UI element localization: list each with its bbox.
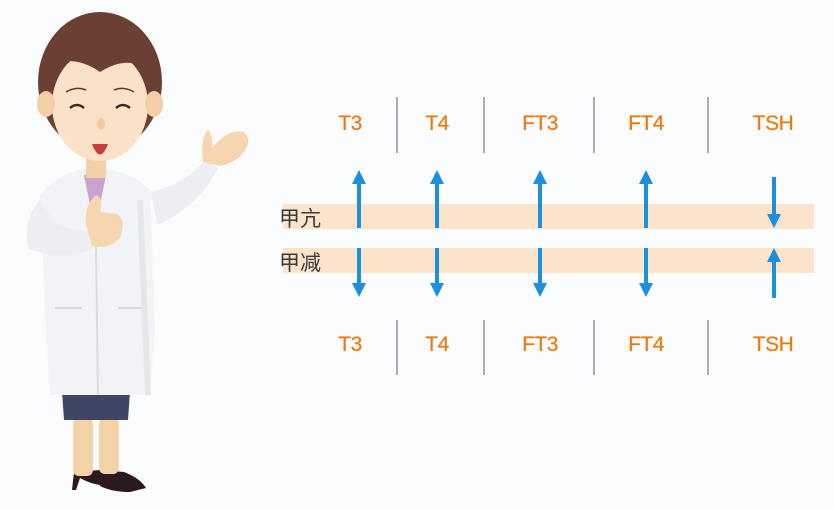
row-label-hypothyroidism: 甲减 bbox=[279, 251, 321, 275]
header-divider bbox=[396, 97, 398, 153]
arrow-down-icon bbox=[533, 248, 547, 297]
header-divider bbox=[483, 97, 485, 153]
row-label-hyperthyroidism: 甲亢 bbox=[279, 207, 321, 231]
footer-divider bbox=[593, 320, 595, 375]
arrow-down-icon bbox=[767, 177, 781, 228]
footer-divider bbox=[396, 320, 398, 375]
footer-label-ft4: FT4 bbox=[628, 333, 664, 356]
footer-label-t3: T3 bbox=[338, 333, 362, 356]
arrow-up-icon bbox=[639, 170, 653, 228]
arrow-up-icon bbox=[430, 170, 444, 228]
header-divider bbox=[707, 97, 709, 153]
hypothyroid-bar bbox=[283, 248, 814, 273]
footer-divider bbox=[707, 320, 709, 375]
arrow-down-icon bbox=[430, 248, 444, 297]
arrow-up-icon bbox=[533, 170, 547, 228]
footer-divider bbox=[483, 320, 485, 375]
header-label-ft4: FT4 bbox=[628, 112, 664, 135]
footer-label-t4: T4 bbox=[425, 333, 449, 356]
header-label-tsh: TSH bbox=[752, 112, 794, 135]
header-label-ft3: FT3 bbox=[522, 112, 558, 135]
arrow-up-icon bbox=[352, 170, 366, 228]
footer-label-ft3: FT3 bbox=[522, 333, 558, 356]
arrow-up-icon bbox=[767, 248, 781, 298]
doctor-illustration bbox=[26, 12, 249, 492]
footer-label-tsh: TSH bbox=[752, 333, 794, 356]
header-label-t3: T3 bbox=[338, 112, 362, 135]
header-label-t4: T4 bbox=[425, 112, 449, 135]
arrow-down-icon bbox=[639, 248, 653, 297]
hyperthyroid-bar bbox=[283, 204, 814, 229]
header-divider bbox=[593, 97, 595, 153]
arrow-down-icon bbox=[352, 248, 366, 297]
